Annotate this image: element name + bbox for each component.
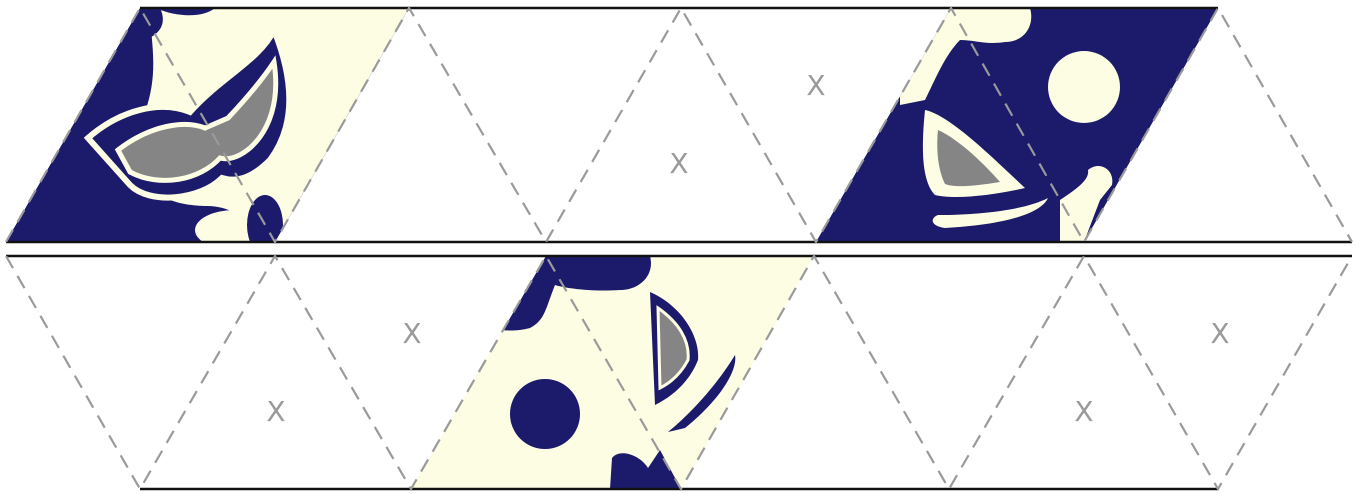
top-mark-1: X — [806, 69, 825, 102]
bottom-strip-fold-lines — [5, 253, 1353, 492]
bottom-mark-1: X — [402, 317, 421, 350]
bottom-mark-4: X — [1074, 395, 1093, 428]
top-mark-2: X — [669, 147, 688, 180]
top-strip — [5, 5, 1353, 245]
top-strip-fold-lines — [5, 5, 1353, 245]
face-pair-ball-eye — [411, 256, 814, 489]
face-pair-lips — [6, 8, 409, 242]
bottom-mark-3: X — [266, 395, 285, 428]
face-pair-eye-mouth — [816, 8, 1218, 242]
bottom-strip — [5, 253, 1353, 492]
bottom-mark-2: X — [1210, 317, 1229, 350]
